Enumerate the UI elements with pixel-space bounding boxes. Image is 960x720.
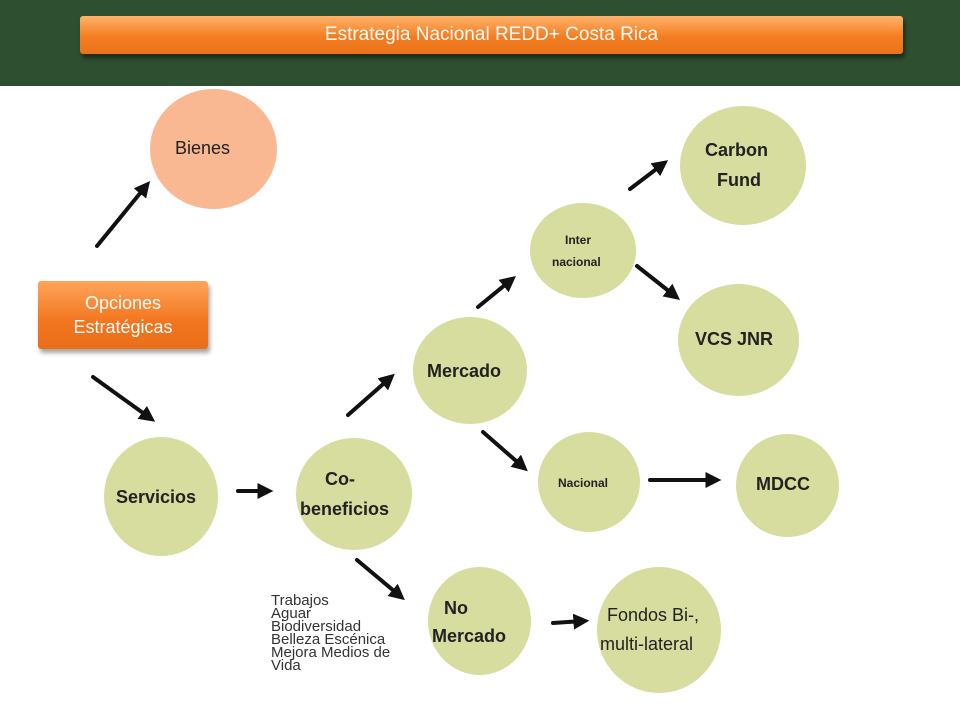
mercado-label: Mercado [427, 361, 502, 381]
bienes-label: Bienes [175, 138, 231, 158]
bienes-node: Bienes [150, 89, 277, 209]
cobeneficios-label-line1: Co- [325, 469, 355, 489]
carbon-fund-label-line2: Fund [717, 170, 761, 190]
opciones-estrategicas-box: Opciones Estratégicas [38, 281, 208, 349]
arrow-opciones-to-servicios [91, 375, 156, 422]
internacional-label-line2: nacional [552, 255, 601, 269]
vcs-jnr-label: VCS JNR [695, 329, 774, 349]
carbon-fund-label-line1: Carbon [705, 140, 768, 160]
arrow-mercado-to-internacional [476, 275, 516, 309]
list-item: Biodiversidad [271, 618, 362, 635]
cobeneficios-label-line2: beneficios [300, 499, 390, 519]
nacional-label: Nacional [558, 476, 609, 490]
nacional-node: Nacional [538, 432, 640, 532]
list-item: Mejora Medios de [271, 644, 391, 661]
cobeneficios-list: Trabajos Aguar Biodiversidad Belleza Esc… [271, 592, 391, 674]
opciones-estrategicas-label: Opciones Estratégicas [73, 293, 173, 337]
arrow-mercado-to-nacional [481, 430, 528, 472]
no-mercado-label-line2: Mercado [432, 626, 507, 646]
internacional-label-line1: Inter [565, 233, 592, 247]
vcs-jnr-node: VCS JNR [678, 284, 799, 396]
fondos-node: Fondos Bi-, multi-lateral [597, 567, 721, 693]
carbon-fund-node: Carbon Fund [680, 106, 806, 225]
mercado-node: Mercado [413, 317, 527, 424]
list-item: Belleza Escénica [271, 631, 386, 648]
mdcc-label: MDCC [756, 474, 810, 494]
list-item: Trabajos [271, 592, 329, 609]
arrow-opciones-to-bienes [95, 181, 151, 248]
arrow-no-mercado-to-fondos [551, 613, 590, 630]
arrow-internacional-to-carbon-fund [628, 160, 669, 191]
mdcc-node: MDCC [736, 434, 839, 537]
fondos-label-line2: multi-lateral [600, 634, 694, 654]
list-item: Vida [271, 657, 301, 674]
list-item: Aguar [271, 605, 312, 622]
arrow-cobeneficios-to-no-mercado [355, 558, 405, 601]
fondos-label-line1: Fondos Bi-, [607, 605, 700, 625]
cobeneficios-node: Co- beneficios [296, 438, 412, 550]
no-mercado-node: No Mercado [428, 567, 531, 675]
page-title: Estrategia Nacional REDD+ Costa Rica [80, 16, 903, 54]
servicios-node: Servicios [104, 437, 218, 556]
servicios-label: Servicios [116, 487, 197, 507]
arrow-internacional-to-vcs [635, 264, 681, 300]
no-mercado-label-line1: No [444, 598, 468, 618]
arrow-cobeneficios-to-mercado [346, 373, 395, 417]
internacional-node: Inter nacional [530, 203, 636, 298]
